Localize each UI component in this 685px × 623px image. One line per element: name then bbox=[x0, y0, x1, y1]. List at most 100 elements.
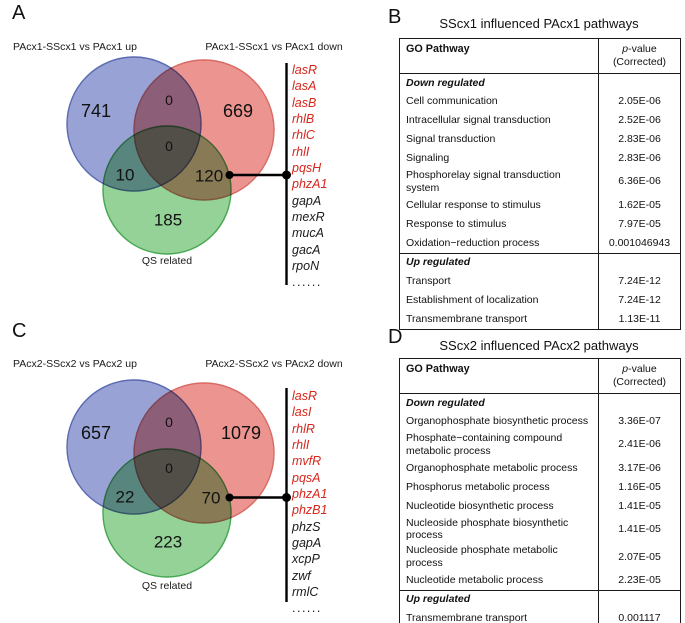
gene-item: lasI bbox=[292, 405, 312, 420]
venn-a-circle-qs bbox=[102, 125, 232, 255]
pathway-cell: Nucleoside phosphate biosynthetic proces… bbox=[406, 516, 569, 542]
pathway-cell: Phosphorus metabolic process bbox=[406, 480, 550, 493]
gene-item: gapA bbox=[292, 536, 322, 551]
pvalue-cell: 7.97E-05 bbox=[598, 214, 681, 234]
gene-item: rhlB bbox=[292, 112, 315, 127]
panel-label-d: D bbox=[388, 326, 403, 348]
table-d-header-row: GO Pathway p-value (Corrected) bbox=[399, 358, 681, 394]
gene-item: phzB1 bbox=[292, 503, 328, 518]
venn-a-count-up-down: 0 bbox=[165, 92, 173, 108]
table-row: Intracellular signal transduction 2.52E-0… bbox=[400, 111, 681, 130]
venn-a-count-down-only: 669 bbox=[223, 101, 253, 121]
pathway-cell: Oxidation−reduction process bbox=[406, 236, 540, 249]
gene-item: rhlC bbox=[292, 128, 315, 143]
gene-item: gapA bbox=[292, 193, 322, 208]
table-b-section-down: Down regulated bbox=[400, 73, 681, 92]
section-title: Up regulated bbox=[399, 252, 599, 272]
venn-c-left-set-label: PAcx2-SScx2 vs PAcx2 up bbox=[13, 358, 137, 370]
pathway-cell: Cell communication bbox=[406, 95, 498, 108]
pathway-cell: Phosphate−containing compound metabolic … bbox=[406, 432, 563, 457]
venn-a-left-set-label: PAcx1-SScx1 vs PAcx1 up bbox=[13, 41, 137, 53]
panel-label-c: C bbox=[12, 320, 27, 342]
venn-c-count-down-only: 1079 bbox=[221, 423, 261, 443]
table-d-section-up: Up regulated bbox=[399, 589, 681, 609]
table-row: Phosphate−containing compound metabolic … bbox=[400, 431, 681, 459]
venn-a-count-up-only: 741 bbox=[81, 101, 111, 121]
venn-c-count-up-only: 657 bbox=[81, 423, 111, 443]
table-b-section-up: Up regulated bbox=[399, 252, 681, 272]
table-d-col1-header: GO Pathway bbox=[399, 358, 599, 394]
venn-a-count-qs-only: 185 bbox=[154, 211, 182, 230]
gene-item: phzA1 bbox=[292, 487, 328, 502]
pathway-table-d: GO Pathway p-value (Corrected) Down regu… bbox=[399, 358, 681, 623]
table-row: Nucleoside phosphate biosynthetic proces… bbox=[400, 515, 681, 544]
gene-item: lasB bbox=[292, 95, 317, 110]
gene-item: rhlI bbox=[292, 144, 310, 159]
venn-c-circle-qs bbox=[102, 448, 232, 578]
section-title: Down regulated bbox=[406, 396, 485, 409]
pathway-cell: Transmembrane transport bbox=[406, 611, 527, 623]
venn-c-count-qs-only: 223 bbox=[154, 533, 182, 552]
gene-item: rpoN bbox=[292, 259, 320, 274]
venn-c-connector-dot-left bbox=[225, 493, 234, 502]
gene-item: rhlR bbox=[292, 421, 315, 436]
table-d-title: SScx2 influenced PAcx2 pathways bbox=[439, 338, 639, 353]
gene-item: mucA bbox=[292, 226, 324, 241]
venn-c-count-up-down: 0 bbox=[165, 414, 173, 430]
gene-item: rmlC bbox=[292, 585, 319, 600]
pathway-cell: Intracellular signal transduction bbox=[406, 114, 551, 127]
pvalue-cell: 2.83E-06 bbox=[598, 130, 681, 149]
table-row: Cellular response to stimulus 1.62E-05 bbox=[400, 195, 681, 215]
gene-item: lasR bbox=[292, 389, 318, 403]
pvalue-cell: 1.16E-05 bbox=[598, 477, 681, 497]
venn-a-count-up-qs: 10 bbox=[116, 166, 135, 185]
venn-a-right-set-label: PAcx1-SScx1 vs PAcx1 down bbox=[205, 41, 343, 53]
pathway-cell: Response to stimulus bbox=[406, 217, 507, 230]
section-title: Down regulated bbox=[406, 76, 485, 89]
gene-item: mexR bbox=[292, 210, 325, 225]
gene-item: rhlI bbox=[292, 438, 310, 453]
pvalue-cell: 3.36E-07 bbox=[598, 412, 681, 431]
pathway-cell: Nucleoside phosphate metabolic process bbox=[406, 544, 558, 569]
pathway-table-b: GO Pathway p-value (Corrected) Down regu… bbox=[399, 38, 681, 330]
table-b-col1-header: GO Pathway bbox=[399, 38, 599, 74]
pvalue-cell: 0.001046943 bbox=[598, 233, 681, 254]
pathway-cell: Nucleotide biosynthetic process bbox=[406, 499, 554, 512]
gene-item: zwf bbox=[292, 568, 311, 583]
gene-item: mvfR bbox=[292, 454, 322, 469]
table-row: Oxidation−reduction process 0.001046943 bbox=[400, 233, 681, 254]
pathway-cell: Cellular response to stimulus bbox=[406, 198, 541, 211]
venn-a-connector-dot-left bbox=[225, 171, 234, 179]
venn-c-count-center: 0 bbox=[165, 460, 173, 476]
gene-list-ellipsis: ...... bbox=[292, 275, 322, 290]
gene-item: gacA bbox=[292, 242, 321, 257]
venn-c-right-set-label: PAcx2-SScx2 vs PAcx2 down bbox=[205, 358, 343, 370]
gene-item: pqsA bbox=[292, 470, 321, 485]
pathway-cell: Transport bbox=[406, 274, 451, 287]
panel-label-a: A bbox=[12, 2, 26, 24]
venn-a-gene-bar bbox=[285, 63, 288, 285]
venn-a-count-center: 0 bbox=[165, 138, 173, 154]
table-d-section-down: Down regulated bbox=[400, 393, 681, 412]
table-b-header-row: GO Pathway p-value (Corrected) bbox=[399, 38, 681, 74]
pvalue-cell: 2.52E-06 bbox=[598, 111, 681, 130]
gene-list-a: lasR lasA lasB rhlB rhlC rhlI pqsH phzA1… bbox=[292, 62, 327, 291]
pvalue-cell: 1.62E-05 bbox=[598, 195, 681, 215]
pathway-cell: Signaling bbox=[406, 152, 450, 165]
gene-list-ellipsis: ...... bbox=[292, 601, 322, 616]
pvalue-cell: 2.83E-06 bbox=[598, 149, 681, 168]
gene-list-c: lasR lasI rhlR rhlI mvfR pqsA phzA1 phzB… bbox=[292, 388, 327, 617]
gene-item: phzS bbox=[292, 519, 321, 534]
pvalue-cell: 1.13E-11 bbox=[598, 309, 681, 330]
table-row: Response to stimulus 7.97E-05 bbox=[400, 214, 681, 234]
